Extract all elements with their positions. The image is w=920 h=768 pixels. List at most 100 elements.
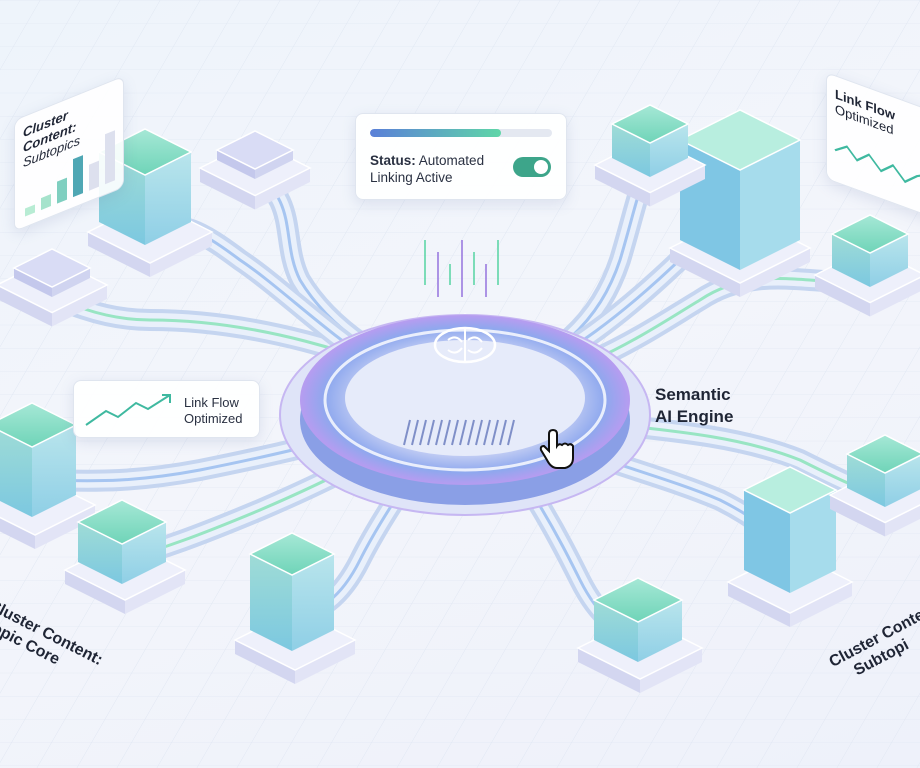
cube-block [592,577,684,662]
box-right-face [35,505,95,549]
brain-chip-icon [433,326,497,364]
box-right-face [870,234,908,287]
status-label: Status: [370,153,416,168]
box-top-face [592,577,684,623]
chip-pin [435,419,443,446]
box-left-face [200,168,255,210]
box-left-face [78,522,122,584]
chip-pin [459,419,467,446]
cube-block [830,214,910,287]
box-left-face [594,600,638,662]
chip-pin [411,419,419,446]
cube-block [76,499,168,584]
box-right-face [650,124,688,177]
chip-pin [443,419,451,446]
box-left-face [0,286,52,327]
box-right-face [885,505,920,537]
box-top-face [76,499,168,545]
box-left-face [612,124,650,177]
tower-block [248,532,336,651]
content-blocks [0,104,920,693]
subtopics-card: Cluster Content:Subtopics [14,75,124,232]
box-top-face [742,466,838,514]
box-right-face [740,140,800,270]
box-right-face [255,150,293,179]
box-top-face [678,109,802,171]
tower-block [0,402,78,517]
box-left-face [728,582,790,627]
box-right-face [122,522,166,584]
box-left-face [832,234,870,287]
box-top-face [248,532,336,576]
box-left-face [847,454,885,507]
box-left-face [815,275,870,317]
progress-bar [370,129,552,137]
chip-pin [507,419,515,446]
box-right-face [145,152,191,245]
box-right-face [52,268,90,297]
status-text: Status: Automated Linking Active [370,152,484,186]
box-left-face [65,570,125,614]
bar-chart-icon [25,130,115,217]
box-top-face [845,434,920,474]
cube-block [845,434,920,507]
pad-block [12,248,92,297]
box-right-face [885,455,920,507]
box-right-face [790,490,836,593]
box-top-face [12,248,92,288]
box-right-face [790,582,852,627]
box-right-face [295,640,355,684]
chip-pin [427,419,435,446]
box-left-face [744,490,790,593]
chip-pin [451,419,459,446]
chip-pin [491,419,499,446]
chip-pin [467,419,475,446]
box-right-face [150,232,212,277]
pad-block [215,130,295,179]
box-right-face [125,570,185,614]
chip-pin [499,419,507,446]
box-left-face [235,640,295,684]
box-right-face [52,285,107,327]
box-top-face [610,104,690,144]
status-value: Automated [418,153,485,168]
box-left-face [14,268,52,297]
chip-pin [419,419,427,446]
chip-pin [475,419,483,446]
box-left-face [250,554,292,651]
box-left-face [578,648,640,693]
chip-pin [403,419,411,446]
box-left-face [217,150,255,179]
engine-label: Semantic AI Engine [655,384,733,428]
chip-pin [483,419,491,446]
cursor-hand [539,428,574,469]
wave-chart-icon [834,145,920,184]
box-left-face [670,248,740,297]
trend-up-icon [85,394,171,426]
engine-line1: Semantic [655,385,731,404]
box-left-face [0,517,35,549]
box-right-face [640,648,702,693]
box-left-face [595,165,650,207]
engine-line2: AI Engine [655,407,734,426]
box-right-face [638,600,682,662]
box-right-face [32,425,76,517]
ai-engine-hub [279,240,651,516]
box-right-face [870,277,920,317]
hand-pointer-icon [539,428,574,469]
box-right-face [650,165,705,207]
auto-linking-toggle[interactable] [513,157,551,177]
brain-lobes [447,329,483,361]
status-card: Status: Automated Linking Active [355,113,567,200]
status-value-2: Linking Active [370,170,453,185]
flow-line1: Link Flow [184,395,239,410]
cube-block [610,104,690,177]
box-left-face [830,495,885,537]
box-top-face [215,130,295,170]
hub-inner-disc [345,340,585,456]
progress-fill [370,129,502,137]
box-top-face [830,214,910,254]
box-left-face [88,232,150,277]
